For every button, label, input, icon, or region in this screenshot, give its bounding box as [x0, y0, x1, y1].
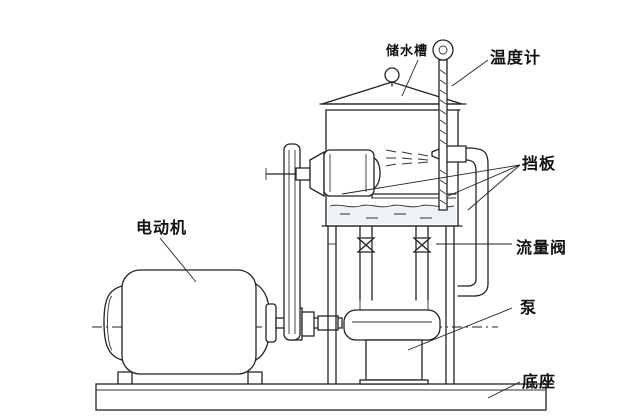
label-water-tank: 储水槽	[386, 44, 429, 59]
leader-baffle-a	[447, 164, 521, 197]
flow-valve-right	[412, 237, 432, 253]
label-baffle: 挡板	[522, 154, 557, 173]
leader-base	[487, 381, 521, 399]
base-plate	[95, 383, 547, 411]
tank-roof	[319, 67, 467, 111]
tank-legs	[327, 225, 455, 385]
label-pump: 泵	[520, 298, 538, 317]
label-flow-valve: 流量阀	[516, 238, 568, 257]
pump	[343, 309, 441, 385]
thermometer	[432, 39, 454, 211]
leader-thermometer	[451, 59, 489, 87]
leader-baffle-b	[467, 164, 521, 211]
stirrer-housing	[309, 149, 381, 198]
label-motor: 电动机	[136, 218, 188, 237]
label-thermometer: 温度计	[490, 48, 542, 67]
belt-drive	[265, 143, 315, 341]
water-tank	[321, 109, 463, 227]
leader-pump	[407, 307, 513, 351]
spray-dashes	[385, 149, 429, 167]
flow-valve-left	[356, 237, 376, 253]
label-base: 底座	[522, 372, 557, 391]
return-pipe	[457, 147, 489, 297]
spray-nozzle	[431, 145, 467, 163]
leader-baffle-c	[341, 164, 521, 195]
leader-motor	[159, 237, 197, 283]
leader-water-tank	[401, 59, 419, 97]
